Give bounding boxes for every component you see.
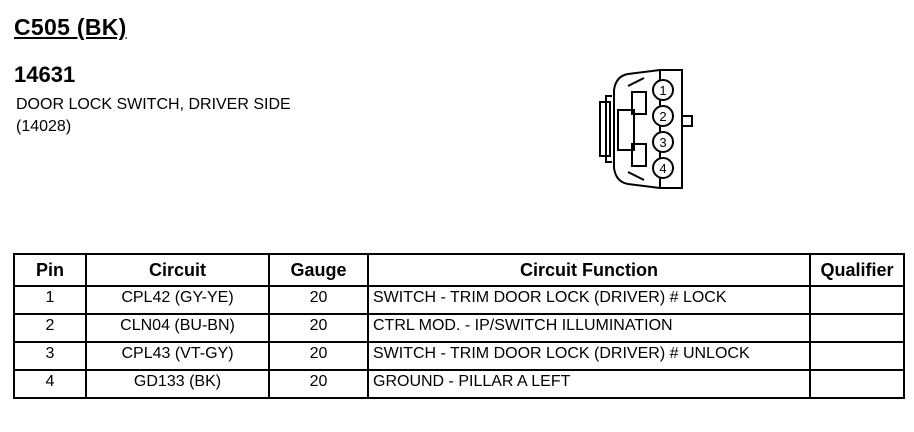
cell-qualifier <box>809 313 905 343</box>
pin-3-label: 3 <box>659 135 666 150</box>
cell-function: GROUND - PILLAR A LEFT <box>367 369 811 399</box>
table-header-row: Pin Circuit Gauge Circuit Function Quali… <box>13 253 905 287</box>
header-pin: Pin <box>13 253 87 287</box>
header-circuit: Circuit <box>85 253 270 287</box>
cell-qualifier <box>809 285 905 315</box>
connector-id: C505 (BK) <box>14 14 127 40</box>
cell-circuit: CPL43 (VT-GY) <box>85 341 270 371</box>
pin-1-label: 1 <box>659 83 666 98</box>
connector-sub-number: (14028) <box>16 118 72 135</box>
connector-description-block: DOOR LOCK SWITCH, DRIVER SIDE (14028) <box>16 94 291 138</box>
cell-qualifier <box>809 341 905 371</box>
cell-gauge: 20 <box>268 285 369 315</box>
table-row: 4 GD133 (BK) 20 GROUND - PILLAR A LEFT <box>13 369 905 399</box>
cell-gauge: 20 <box>268 369 369 399</box>
connector-housing <box>599 69 693 189</box>
header-circuit-function: Circuit Function <box>367 253 811 287</box>
connector-pins: 1 2 3 4 <box>652 79 674 179</box>
cell-gauge: 20 <box>268 313 369 343</box>
cell-pin: 2 <box>13 313 87 343</box>
table-row: 2 CLN04 (BU-BN) 20 CTRL MOD. - IP/SWITCH… <box>13 313 905 343</box>
pin-3: 3 <box>652 131 674 153</box>
cell-circuit: CLN04 (BU-BN) <box>85 313 270 343</box>
cell-qualifier <box>809 369 905 399</box>
cell-gauge: 20 <box>268 341 369 371</box>
connector-description: DOOR LOCK SWITCH, DRIVER SIDE <box>16 96 291 113</box>
cell-pin: 1 <box>13 285 87 315</box>
header-qualifier: Qualifier <box>809 253 905 287</box>
cell-function: SWITCH - TRIM DOOR LOCK (DRIVER) # LOCK <box>367 285 811 315</box>
pin-2: 2 <box>652 105 674 127</box>
pin-2-label: 2 <box>659 109 666 124</box>
part-number: 14631 <box>14 62 76 87</box>
pin-4-label: 4 <box>659 161 666 176</box>
table-row: 3 CPL43 (VT-GY) 20 SWITCH - TRIM DOOR LO… <box>13 341 905 371</box>
cell-circuit: CPL42 (GY-YE) <box>85 285 270 315</box>
pin-4: 4 <box>652 157 674 179</box>
cell-function: SWITCH - TRIM DOOR LOCK (DRIVER) # UNLOC… <box>367 341 811 371</box>
cell-circuit: GD133 (BK) <box>85 369 270 399</box>
pin-1: 1 <box>652 79 674 101</box>
connector-face-diagram: 1 2 3 4 <box>599 69 693 189</box>
header-gauge: Gauge <box>268 253 369 287</box>
table-row: 1 CPL42 (GY-YE) 20 SWITCH - TRIM DOOR LO… <box>13 285 905 315</box>
cell-pin: 3 <box>13 341 87 371</box>
cell-pin: 4 <box>13 369 87 399</box>
cell-function: CTRL MOD. - IP/SWITCH ILLUMINATION <box>367 313 811 343</box>
pinout-table: Pin Circuit Gauge Circuit Function Quali… <box>13 253 905 399</box>
